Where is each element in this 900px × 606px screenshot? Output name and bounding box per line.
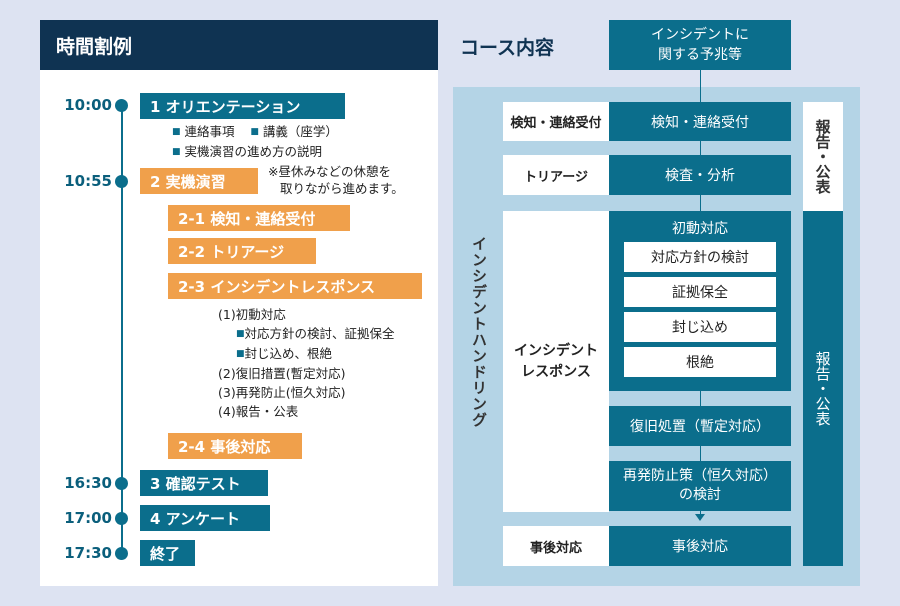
orientation-items: ■ 連絡事項 ■ 講義（座学） ■ 実機演習の進め方の説明 [172, 124, 338, 159]
timeline-dot [115, 175, 128, 188]
ir-label-line: レスポンス [521, 363, 591, 380]
time-label: 17:30 [64, 544, 112, 562]
report-bottom-box: 報告・公表 [803, 211, 843, 566]
schedule-panel [40, 70, 438, 586]
prevention-box: 再発防止策（恒久対応） の検討 [609, 461, 791, 511]
item: 連絡事項 [184, 124, 235, 139]
time-label: 10:55 [64, 172, 112, 190]
step-orientation: 1 オリエンテーション [140, 93, 345, 119]
detect-label: 検知・連絡受付 [503, 102, 609, 141]
initial-item: 証拠保全 [624, 277, 776, 307]
detail: (2)復旧措置(暫定対応) [218, 366, 346, 381]
report-bottom-label: 報告・公表 [813, 351, 832, 426]
step-2-3: 2-3 インシデントレスポンス [168, 273, 422, 299]
step-practice: 2 実機演習 [140, 168, 258, 194]
step-2-4: 2-4 事後対応 [168, 433, 302, 459]
initial-item: 封じ込め [624, 312, 776, 342]
time-label: 10:00 [64, 96, 112, 114]
detail: 封じ込め、根絶 [244, 346, 333, 361]
timeline-dot [115, 477, 128, 490]
ir-details: (1)初動対応 ■対応方針の検討、証拠保全 ■封じ込め、根絶 (2)復旧措置(暫… [218, 307, 395, 419]
item: 講義（座学） [262, 124, 338, 139]
break-note: ※昼休みなどの休憩を 取りながら進めます。 [268, 163, 404, 197]
note-line: 取りながら進めます。 [280, 181, 404, 196]
detail: (3)再発防止(恒久対応) [218, 385, 346, 400]
note-line: ※昼休みなどの休憩を [268, 164, 391, 179]
detect-box: 検知・連絡受付 [609, 102, 791, 141]
step-2-1: 2-1 検知・連絡受付 [168, 205, 350, 231]
time-label: 16:30 [64, 474, 112, 492]
timeline-line [121, 105, 123, 553]
prevention-line: 再発防止策（恒久対応） [623, 468, 777, 484]
timeline-dot [115, 512, 128, 525]
initial-response-title: 初動対応 [672, 221, 728, 237]
step-end: 終了 [140, 540, 195, 566]
detail: (4)報告・公表 [218, 404, 299, 419]
triage-label: トリアージ [503, 155, 609, 195]
detail: (1)初動対応 [218, 307, 286, 322]
initial-item: 対応方針の検討 [624, 242, 776, 272]
prevention-line: の検討 [679, 487, 721, 503]
step-2-2: 2-2 トリアージ [168, 238, 316, 264]
recovery-box: 復旧処置（暫定対応） [609, 406, 791, 446]
initial-item: 根絶 [624, 347, 776, 377]
step-survey: 4 アンケート [140, 505, 270, 531]
report-top-label: 報告・公表 [813, 119, 832, 194]
timeline-dot [115, 99, 128, 112]
arrow-down-icon [695, 514, 705, 521]
item: 実機演習の進め方の説明 [184, 144, 323, 159]
post-label: 事後対応 [503, 526, 609, 566]
precursor-line: 関する予兆等 [658, 47, 742, 63]
timeline-dot [115, 547, 128, 560]
post-box: 事後対応 [609, 526, 791, 566]
ir-label: インシデント レスポンス [503, 211, 609, 512]
time-label: 17:00 [64, 509, 112, 527]
detail: 対応方針の検討、証拠保全 [244, 326, 395, 341]
report-top-box: 報告・公表 [803, 102, 843, 211]
course-title: コース内容 [460, 37, 555, 59]
triage-box: 検査・分析 [609, 155, 791, 195]
step-test: 3 確認テスト [140, 470, 268, 496]
incident-handling-label: インシデントハンドリング [470, 236, 488, 428]
schedule-title: 時間割例 [40, 20, 438, 70]
ir-label-line: インシデント [514, 342, 598, 359]
precursor-line: インシデントに [651, 27, 749, 43]
precursor-box: インシデントに 関する予兆等 [609, 20, 791, 70]
